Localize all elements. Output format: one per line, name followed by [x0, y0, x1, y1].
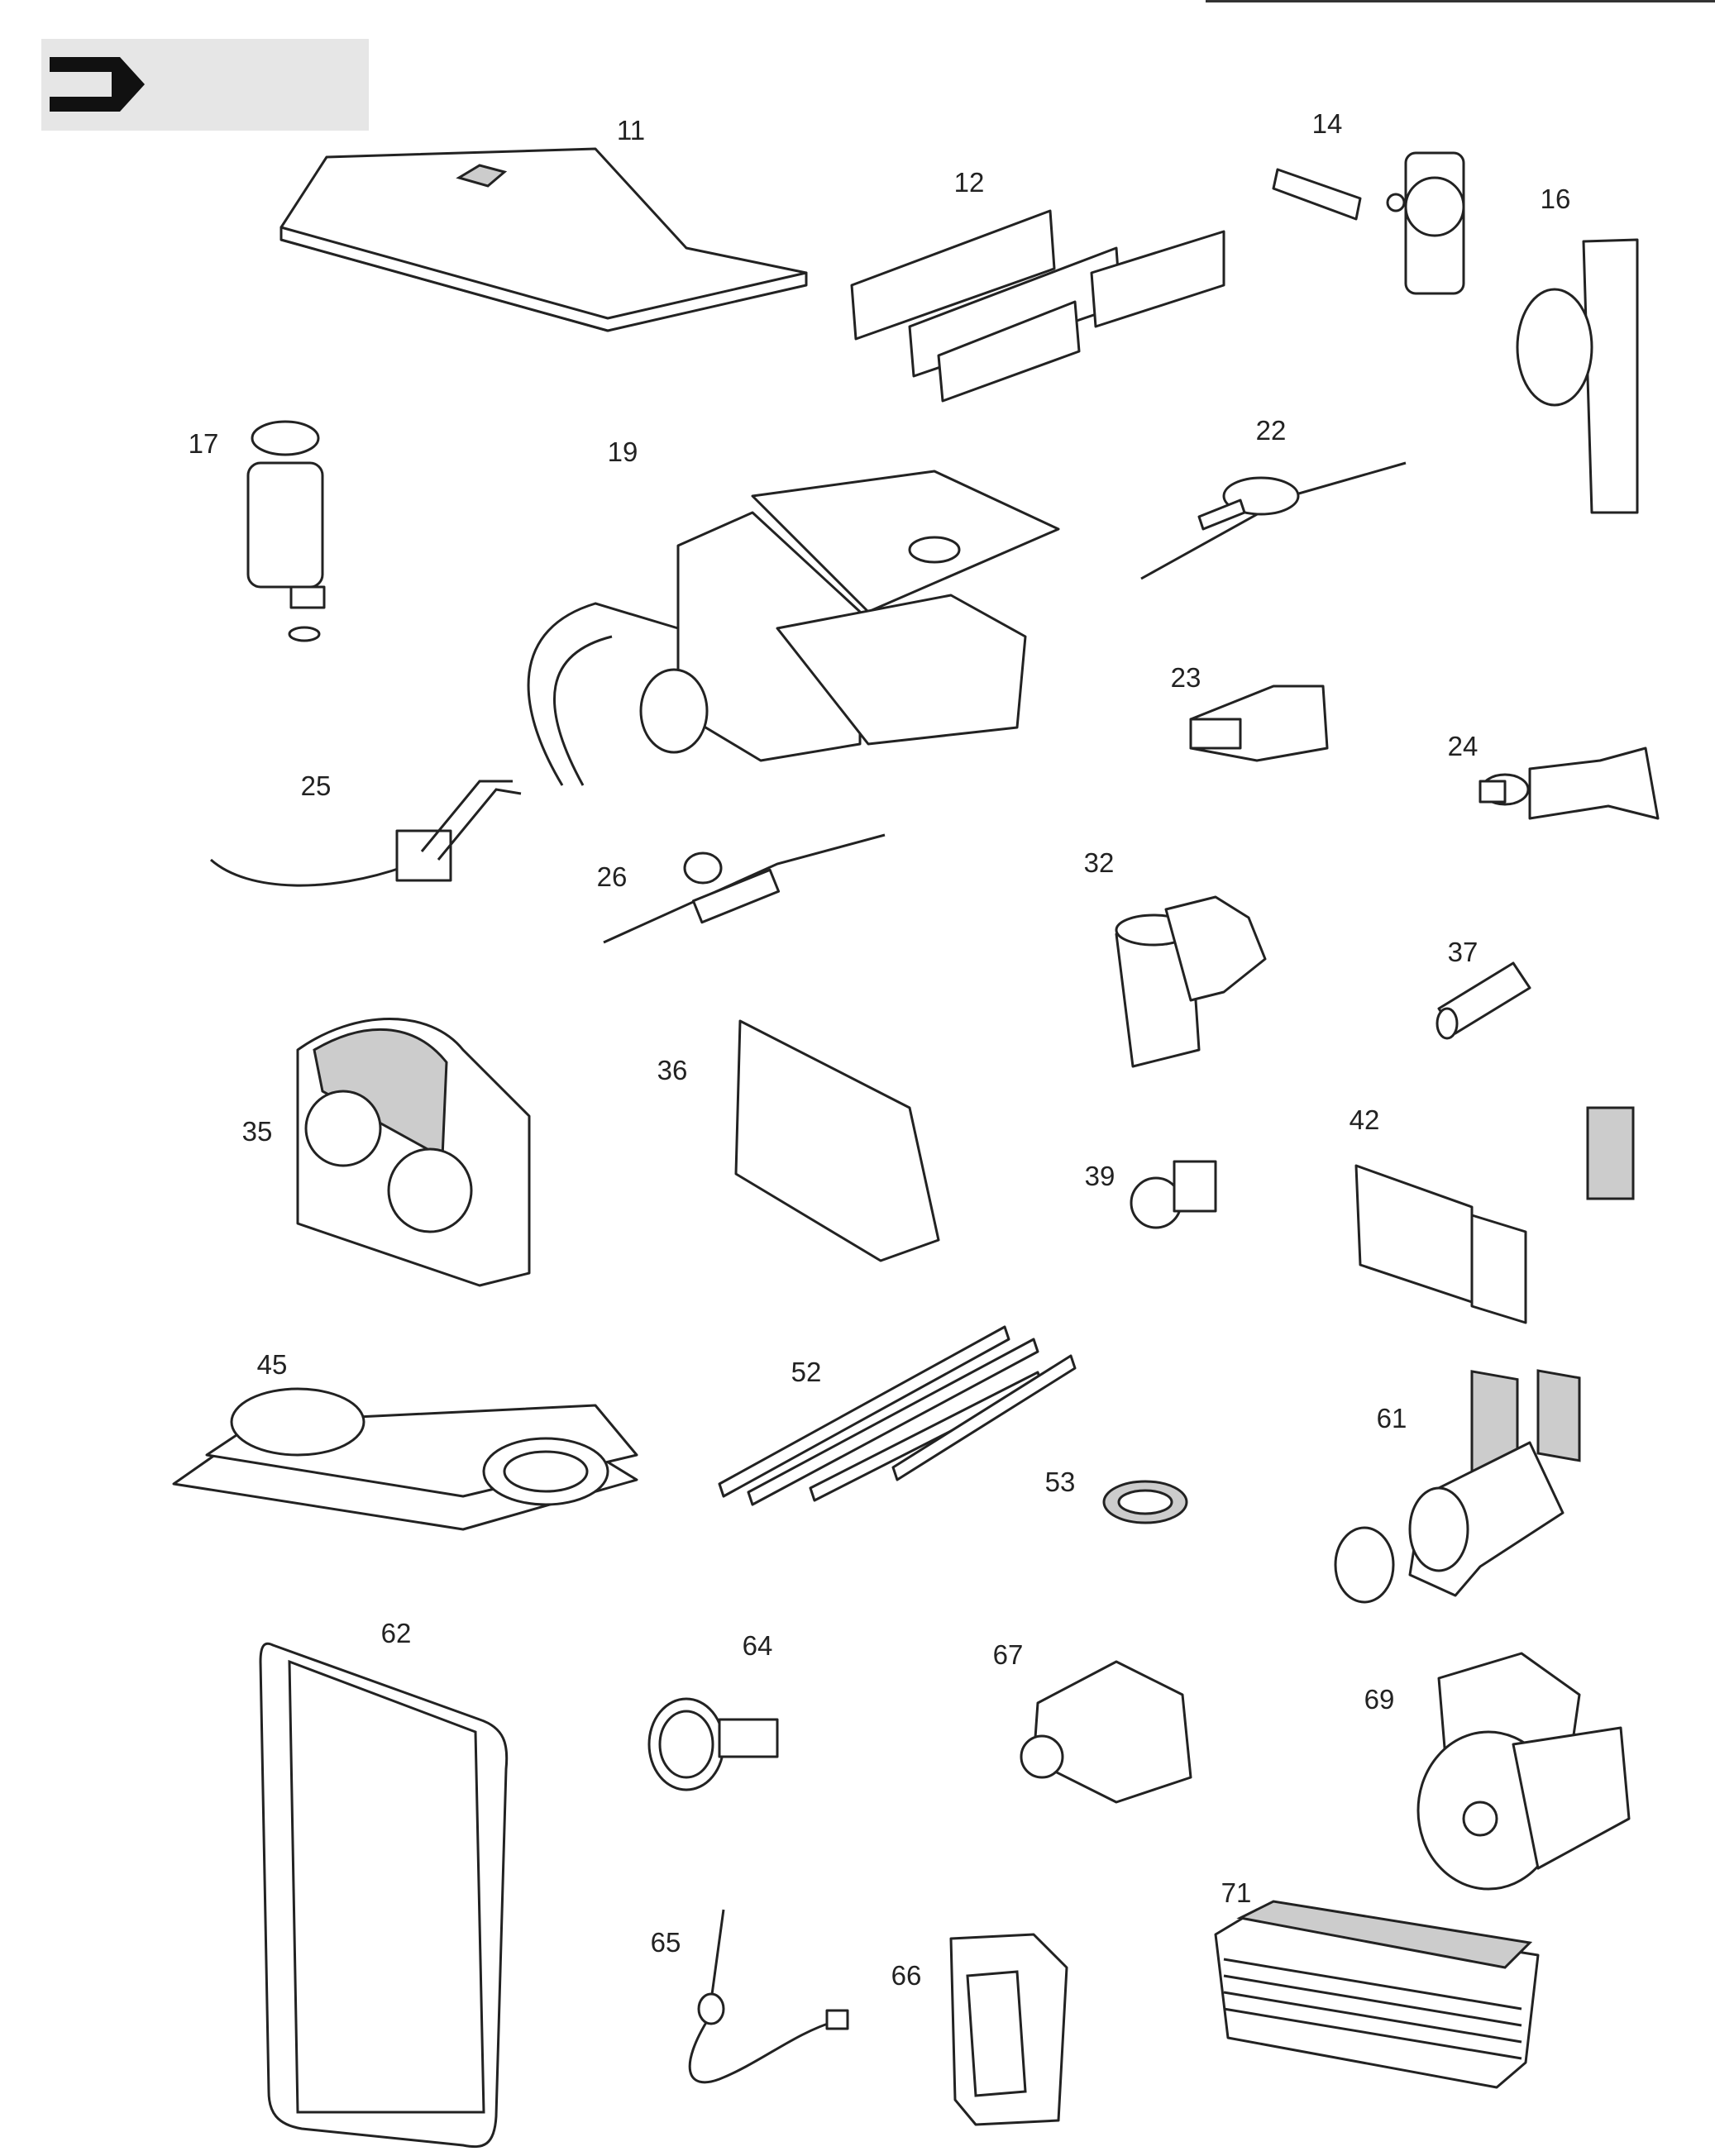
- part-label-23: 23: [1170, 662, 1201, 693]
- part-label-69: 69: [1364, 1684, 1395, 1715]
- part-label-19: 19: [607, 436, 638, 467]
- part-66-clip-box: [949, 1933, 1068, 2126]
- part-label-42: 42: [1349, 1104, 1380, 1135]
- part-64-gauge: [647, 1697, 779, 1791]
- part-25-ignition-electrode: [210, 780, 522, 887]
- part-14-fitting: [1272, 151, 1465, 295]
- part-17-air-vent: [246, 420, 326, 642]
- part-71-heat-exchanger: [1214, 1900, 1540, 2089]
- part-label-36: 36: [657, 1055, 688, 1085]
- part-label-24: 24: [1447, 731, 1479, 761]
- top-rule: [1206, 0, 1715, 2]
- part-16-overheat-stat: [1516, 238, 1639, 514]
- part-22-electrode: [1140, 461, 1407, 580]
- part-label-45: 45: [256, 1349, 288, 1380]
- part-35-fascia: [296, 1018, 531, 1287]
- part-23-clip: [1189, 684, 1329, 762]
- part-label-16: 16: [1540, 184, 1571, 214]
- part-label-71: 71: [1221, 1877, 1252, 1908]
- part-label-64: 64: [742, 1630, 773, 1661]
- part-label-66: 66: [891, 1960, 922, 1991]
- part-label-35: 35: [241, 1116, 273, 1147]
- part-label-22: 22: [1255, 415, 1287, 446]
- dhs-logo: [41, 39, 369, 131]
- part-label-39: 39: [1084, 1161, 1115, 1191]
- part-37-fuse: [1436, 961, 1531, 1040]
- part-36-pcb: [734, 1019, 940, 1262]
- part-26-probe: [603, 833, 886, 944]
- part-label-14: 14: [1311, 108, 1343, 139]
- part-45-gasket-kit: [172, 1387, 638, 1531]
- part-11-cover: [279, 147, 808, 332]
- part-53-washer: [1102, 1480, 1188, 1524]
- part-label-11: 11: [616, 115, 646, 145]
- logo-arrow-icon: [50, 57, 145, 112]
- part-label-37: 37: [1447, 937, 1479, 967]
- part-65-sensor-lead: [688, 1909, 849, 2084]
- part-19-gas-valve: [527, 470, 1060, 786]
- part-label-17: 17: [188, 428, 219, 459]
- part-24-sensor: [1479, 746, 1660, 820]
- part-69-pump: [1416, 1652, 1631, 1891]
- part-42-switch-set: [1354, 1106, 1635, 1481]
- part-label-67: 67: [992, 1639, 1024, 1670]
- part-label-62: 62: [380, 1618, 412, 1648]
- part-61-elbow: [1334, 1441, 1565, 1604]
- part-67-diverter: [1020, 1660, 1192, 1804]
- part-62-seal: [259, 1642, 509, 2149]
- part-label-52: 52: [791, 1357, 822, 1387]
- part-32-pressure-switch: [1115, 895, 1267, 1068]
- part-label-53: 53: [1044, 1467, 1076, 1497]
- part-label-32: 32: [1083, 847, 1115, 878]
- part-label-25: 25: [300, 770, 332, 801]
- part-39-neon: [1130, 1160, 1217, 1229]
- part-label-26: 26: [596, 861, 628, 892]
- part-12-insulation: [850, 209, 1225, 403]
- part-52-strips: [718, 1325, 1077, 1506]
- part-label-12: 12: [953, 167, 985, 198]
- part-label-61: 61: [1376, 1403, 1407, 1433]
- part-label-65: 65: [650, 1927, 681, 1958]
